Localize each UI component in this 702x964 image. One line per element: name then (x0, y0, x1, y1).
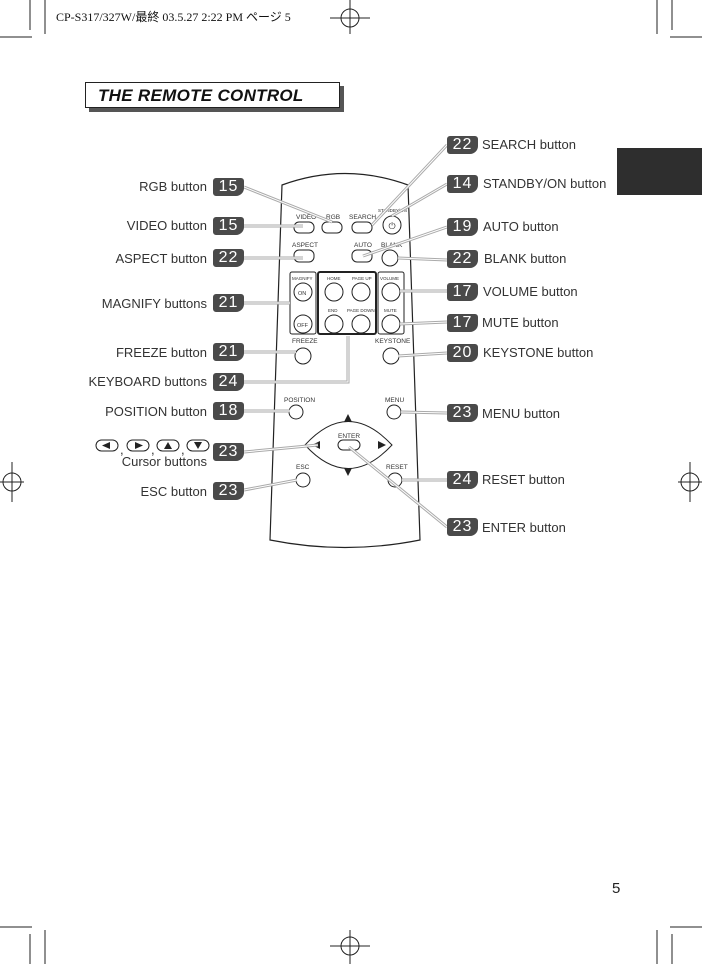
remote-label-menu: MENU (385, 397, 404, 404)
remote-label-volume: VOLUME (380, 276, 399, 281)
leader-lines-inner (243, 144, 448, 528)
callout-badge-cursor: 23 (213, 443, 244, 461)
cursor-down-icon (344, 468, 352, 476)
remote-label-search: SEARCH (349, 214, 376, 221)
remote-volume-button (381, 282, 401, 302)
remote-label-rgb: RGB (326, 214, 340, 221)
remote-rgb-button (321, 221, 343, 234)
power-icon: ⏻ (388, 221, 395, 231)
callout-badge-video: 15 (213, 217, 244, 235)
callout-label-keyboard: KEYBOARD buttons (88, 374, 208, 389)
callout-badge-enter: 23 (447, 518, 478, 536)
callout-label-enter: ENTER button (482, 520, 566, 535)
remote-home-button (324, 282, 344, 302)
remote-label-aspect: ASPECT (292, 242, 318, 249)
remote-label-reset: RESET (386, 464, 408, 471)
cursor-sep-3: , (181, 442, 185, 457)
cursor-up-icon (344, 414, 352, 422)
callout-badge-volume: 17 (447, 283, 478, 301)
remote-menu-button (386, 404, 402, 420)
callout-label-position: POSITION button (105, 404, 207, 419)
remote-keystone-button (382, 347, 400, 365)
callout-label-magnify: MAGNIFY buttons (101, 296, 207, 311)
volume-group-frame (377, 271, 405, 335)
page-number: 5 (612, 880, 621, 897)
page-title: THE REMOTE CONTROL (98, 86, 304, 105)
remote-freeze-button (294, 347, 312, 365)
remote-label-page-up: PAGE UP (352, 276, 372, 281)
remote-esc-button (295, 472, 311, 488)
remote-label-standby: STANDBY/ON (378, 208, 407, 213)
title-box (85, 82, 340, 108)
remote-label-end: END (328, 308, 338, 313)
callout-badge-search: 22 (447, 136, 478, 154)
callout-badge-freeze: 21 (213, 343, 244, 361)
cursor-right-icon (378, 441, 386, 449)
remote-magnify-off-button (293, 314, 313, 334)
keyboard-group-frame (317, 271, 377, 335)
remote-mute-button (381, 314, 401, 334)
remote-page-up-button (351, 282, 371, 302)
callout-label-rgb: RGB button (139, 179, 207, 194)
remote-page-down-button (351, 314, 371, 334)
callout-badge-magnify: 21 (213, 294, 244, 312)
callout-label-cursor: Cursor buttons (121, 454, 207, 469)
remote-label-esc: ESC (296, 464, 310, 471)
callout-badge-standby: 14 (447, 175, 478, 193)
callout-badge-menu: 23 (447, 404, 478, 422)
remote-label-video: VIDEO (296, 214, 316, 221)
remote-end-button (324, 314, 344, 334)
callout-label-menu: MENU button (482, 406, 561, 421)
remote-search-button (351, 221, 373, 234)
callout-label-mute: MUTE button (482, 315, 559, 330)
remote-label-auto: AUTO (354, 242, 372, 249)
callout-label-keystone: KEYSTONE button (483, 345, 594, 360)
callout-badge-keystone: 20 (447, 344, 478, 362)
callout-label-freeze: FREEZE button (115, 345, 207, 360)
page-header-text: CP-S317/327W/最終 03.5.27 2:22 PM ページ 5 (56, 10, 291, 24)
section-tab (617, 148, 702, 195)
remote-label-magnify: MAGNIFY (292, 276, 313, 281)
callout-badge-mute: 17 (447, 314, 478, 332)
callout-badge-rgb: 15 (213, 178, 244, 196)
callout-label-video: VIDEO button (126, 218, 207, 233)
callout-label-blank: BLANK button (484, 251, 567, 266)
remote-label-keystone: KEYSTONE (375, 338, 411, 345)
remote-position-button (288, 404, 304, 420)
callout-badge-position: 18 (213, 402, 244, 420)
cursor-sep-2: , (151, 442, 155, 457)
remote-label-home: HOME (327, 276, 341, 281)
remote-label-mute: MUTE (384, 308, 397, 313)
remote-label-page-down: PAGE DOWN (347, 308, 375, 313)
callout-badge-reset: 24 (447, 471, 478, 489)
remote-label-enter: ENTER (338, 433, 360, 440)
callout-label-esc: ESC button (140, 484, 208, 499)
remote-label-on: ON (298, 291, 306, 297)
callout-badge-blank: 22 (447, 250, 478, 268)
remote-auto-button (351, 249, 373, 263)
callout-badge-esc: 23 (213, 482, 244, 500)
callout-label-reset: RESET button (482, 472, 565, 487)
remote-label-freeze: FREEZE (292, 338, 318, 345)
remote-enter-button (337, 439, 361, 451)
callout-label-standby: STANDBY/ON button (483, 176, 607, 191)
callout-badge-keyboard: 24 (213, 373, 244, 391)
remote-blank-button (381, 249, 399, 267)
callout-badge-auto: 19 (447, 218, 478, 236)
callout-label-auto: AUTO button (483, 219, 559, 234)
callout-label-volume: VOLUME button (483, 284, 578, 299)
cursor-sep-1: , (120, 442, 124, 457)
callout-badge-aspect: 22 (213, 249, 244, 267)
callout-label-search: SEARCH button (482, 137, 576, 152)
callout-label-aspect: ASPECT button (115, 251, 207, 266)
remote-aspect-button (293, 249, 315, 263)
remote-label-off: OFF (297, 323, 309, 329)
remote-label-position: POSITION (284, 397, 315, 404)
remote-magnify-on-button (293, 282, 313, 302)
